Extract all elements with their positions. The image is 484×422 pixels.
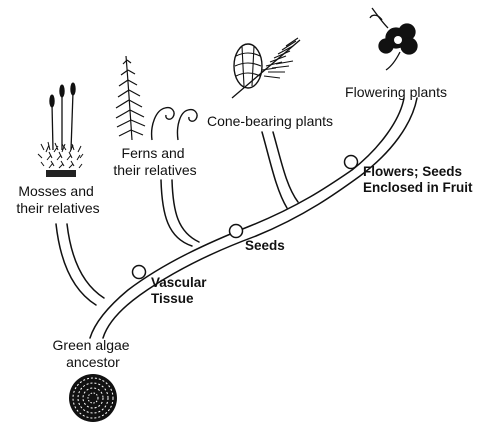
fern-icon [116, 56, 197, 140]
ferns-label-line1: Ferns and [122, 145, 185, 161]
mosses-label-line1: Mosses and [18, 183, 93, 199]
cone-branch-inner [273, 132, 298, 202]
ferns-label: Ferns and their relatives [113, 145, 196, 178]
fern-branch-inner [172, 180, 199, 242]
ferns-label-line2: their relatives [113, 162, 196, 178]
vascular-node [133, 266, 146, 279]
flowers-label-line1: Flowers; Seeds [363, 164, 462, 179]
flowering-label: Flowering plants [345, 84, 447, 100]
algae-label: Green algae ancestor [53, 337, 134, 370]
vascular-label-line2: Tissue [151, 291, 194, 306]
flowers-label: Flowers; Seeds Enclosed in Fruit [363, 164, 473, 195]
moss-branch [56, 224, 96, 305]
pine-cone-icon [232, 38, 300, 98]
seeds-label-line1: Seeds [245, 238, 285, 253]
vascular-label-line1: Vascular [151, 275, 207, 290]
algae-label-line2: ancestor [66, 354, 120, 370]
mosses-label: Mosses and their relatives [16, 183, 99, 216]
seeds-node [230, 225, 243, 238]
moss-branch-inner [67, 224, 104, 298]
algae-label-line1: Green algae [53, 337, 130, 353]
cone-label: Cone-bearing plants [207, 113, 333, 129]
mosses-label-line2: their relatives [16, 200, 99, 216]
cladogram-branches [56, 98, 417, 338]
moss-icon [38, 83, 83, 177]
flower-icon [370, 8, 417, 70]
vascular-label: Vascular Tissue [151, 275, 210, 306]
flowering-label-line1: Flowering plants [345, 84, 447, 100]
flowers-label-line2: Enclosed in Fruit [363, 180, 473, 195]
seeds-label: Seeds [245, 238, 285, 253]
algae-disc-icon [69, 374, 117, 422]
cone-label-line1: Cone-bearing plants [207, 113, 333, 129]
flowers-node [345, 156, 358, 169]
trunk-branch [90, 98, 404, 338]
